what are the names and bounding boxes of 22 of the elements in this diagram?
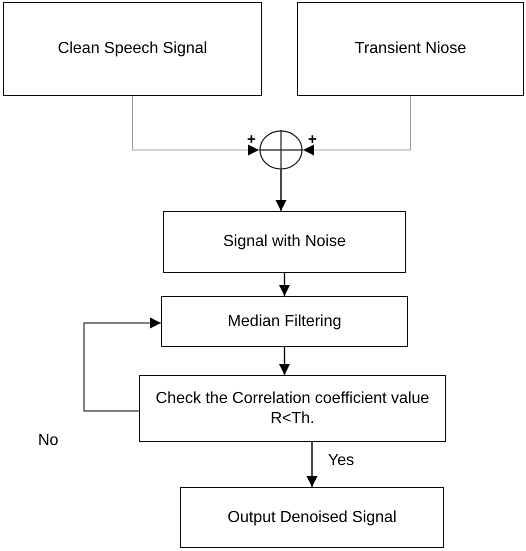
box-text: Output Denoised Signal xyxy=(228,508,396,528)
arrow xyxy=(279,273,290,296)
box-text: Median Filtering xyxy=(228,312,342,332)
summing-junction xyxy=(259,130,303,170)
arrow xyxy=(302,96,411,156)
sign-label: + xyxy=(308,132,317,147)
process-box xyxy=(3,2,262,96)
box-text: Clean Speech Signal xyxy=(58,39,208,59)
arrow xyxy=(306,442,318,487)
process-box xyxy=(161,296,408,347)
box-text: Signal with Noise xyxy=(223,232,346,252)
sign-label: + xyxy=(247,132,256,147)
process-box xyxy=(163,211,406,273)
process-box xyxy=(297,2,524,96)
box-text: Transient Niose xyxy=(354,39,466,59)
arrow xyxy=(84,318,162,412)
arrow xyxy=(279,347,290,375)
process-box xyxy=(180,487,444,548)
box-text: Check the Correlation coefficient value R<Th. xyxy=(154,389,430,428)
arrow xyxy=(132,96,260,156)
arrow xyxy=(276,170,286,211)
process-box xyxy=(139,375,446,442)
